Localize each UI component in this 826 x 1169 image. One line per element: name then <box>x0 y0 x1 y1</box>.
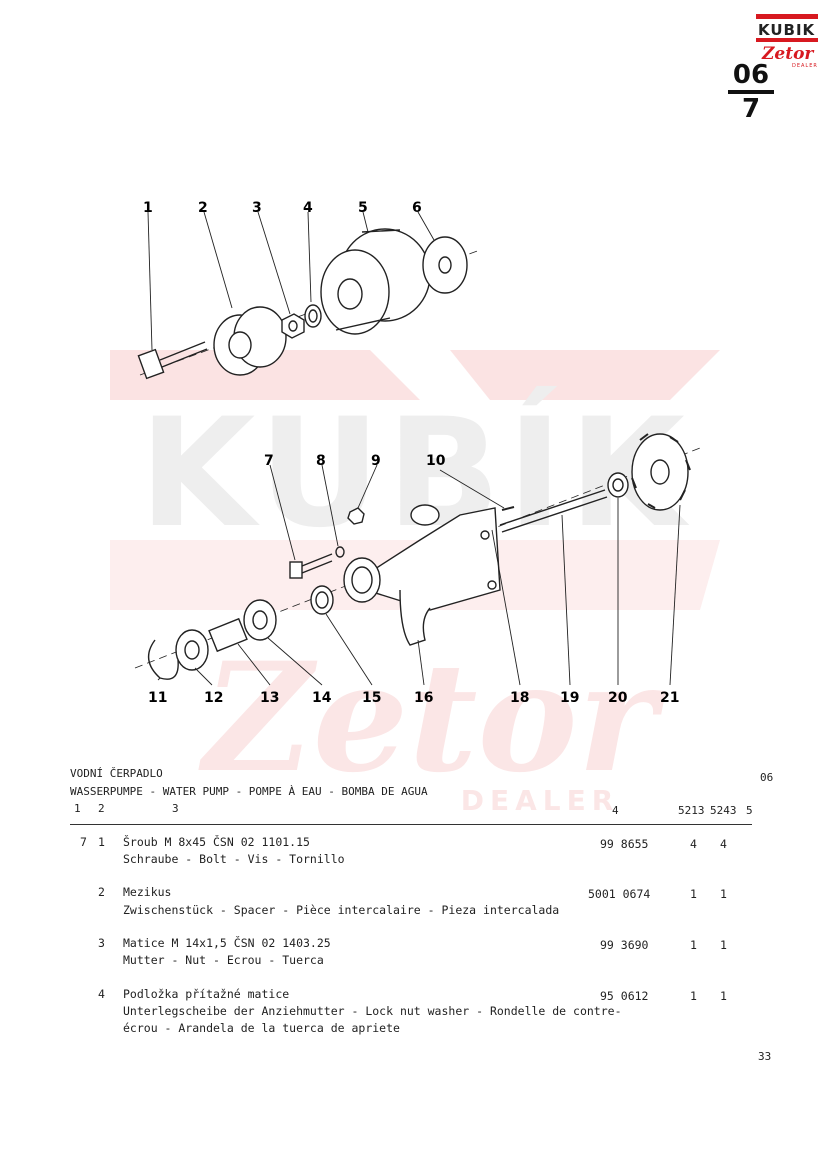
seal-part-20 <box>607 472 629 498</box>
row-part-number: 5001 0674 <box>588 887 651 901</box>
callout-label: 19 <box>560 690 579 706</box>
column-header-3: 3 <box>172 802 179 815</box>
logo-brand-main: Zetor <box>762 44 814 64</box>
row-position: 3 <box>98 936 105 950</box>
column-header-5: 5 <box>746 804 753 817</box>
nut-part-3 <box>281 313 305 339</box>
circlip-part-11 <box>147 639 179 680</box>
title-cs: VODNÍ ČERPADLO <box>70 767 163 780</box>
section-number-bottom: 7 <box>741 94 761 124</box>
seal-part-15 <box>310 585 334 615</box>
callout-label: 10 <box>426 453 446 469</box>
water-pump-exploded-diagram: 1 2 3 4 5 6 7 8 9 10 11 12 13 14 15 16 1… <box>134 200 701 706</box>
logo-bar <box>756 14 818 19</box>
section-number-top: 06 <box>728 60 774 94</box>
row-position: 2 <box>98 885 105 899</box>
row-quantity-5213: 1 <box>690 938 697 952</box>
washer-part-8 <box>335 546 345 558</box>
row-description-line: Unterlegscheibe der Anziehmutter - Lock … <box>123 1004 622 1018</box>
callout-label: 9 <box>371 453 381 469</box>
row-description-line: Matice M 14x1,5 ČSN 02 1403.25 <box>123 936 331 950</box>
callout-label: 13 <box>260 690 279 706</box>
row-part-number: 99 8655 <box>600 837 649 851</box>
row-position: 4 <box>98 987 105 1001</box>
logo-brand-sub: DEALER <box>792 63 818 69</box>
row-quantity-5243: 1 <box>720 938 727 952</box>
section-number: 06 7 <box>728 60 774 124</box>
column-header-5213: 5213 <box>678 804 705 817</box>
callout-label: 6 <box>412 200 422 216</box>
row-description-line: Zwischenstück - Spacer - Pièce intercala… <box>123 903 560 917</box>
flange-part-6 <box>422 236 468 294</box>
bearing-part-14 <box>243 599 277 641</box>
callout-label: 2 <box>198 200 208 216</box>
row-quantity-5213: 1 <box>690 989 697 1003</box>
callout-label: 4 <box>303 200 313 216</box>
pulley-hub-part-5 <box>320 228 431 335</box>
row-description-line: Mezikus <box>123 885 172 899</box>
washer-part-4 <box>304 304 322 328</box>
row-group: 7 <box>80 835 87 849</box>
callout-label: 7 <box>264 453 274 469</box>
logo-bar <box>756 38 818 42</box>
impeller-part-21 <box>631 433 691 511</box>
bearing-part-12 <box>175 629 209 671</box>
column-header-1: 1 <box>74 802 81 815</box>
row-description-line: Schraube - Bolt - Vis - Tornillo <box>123 852 345 866</box>
callout-label: 16 <box>414 690 433 706</box>
callout-label: 3 <box>252 200 262 216</box>
callout-label: 20 <box>608 690 628 706</box>
spacer-tube-part-13 <box>208 617 248 653</box>
spacer-part-2 <box>213 306 287 376</box>
row-description-line: écrou - Arandela de la tuerca de apriete <box>123 1021 400 1035</box>
row-quantity-5243: 1 <box>720 887 727 901</box>
row-description-line: Šroub M 8x45 ČSN 02 1101.15 <box>123 835 310 849</box>
callout-label: 11 <box>148 690 167 706</box>
pin-part-10 <box>501 506 515 511</box>
title-multilingual: WASSERPUMPE - WATER PUMP - POMPE À EAU -… <box>70 785 428 798</box>
callout-label: 18 <box>510 690 529 706</box>
watermark-line3: DEALER <box>461 784 620 810</box>
row-description-line: Mutter - Nut - Ecrou - Tuerca <box>123 953 324 967</box>
row-quantity-5213: 4 <box>690 837 697 851</box>
group-code: 06 <box>760 771 774 784</box>
bolt-part-1 <box>137 341 208 380</box>
nut-part-9 <box>347 507 365 525</box>
shaft-part-19 <box>499 489 608 533</box>
kubik-zetor-logo: KUBIK Zetor DEALER <box>756 14 818 69</box>
page-number: 33 <box>758 1050 772 1063</box>
row-description-line: Podložka přítažné matice <box>123 987 290 1001</box>
pump-housing-part-16 <box>343 504 501 646</box>
row-part-number: 99 3690 <box>600 938 649 952</box>
row-part-number: 95 0612 <box>600 989 649 1003</box>
column-header-2: 2 <box>98 802 105 815</box>
row-quantity-5243: 1 <box>720 989 727 1003</box>
column-header-4: 4 <box>612 804 619 817</box>
header-rule <box>70 824 752 825</box>
row-position: 1 <box>98 835 105 849</box>
callout-label: 14 <box>312 690 332 706</box>
callout-label: 1 <box>143 200 153 216</box>
bolt-part-7 <box>289 553 333 579</box>
callout-label: 12 <box>204 690 223 706</box>
callout-label: 15 <box>362 690 381 706</box>
callout-label: 5 <box>358 200 368 216</box>
callout-label: 21 <box>660 690 679 706</box>
row-quantity-5213: 1 <box>690 887 697 901</box>
column-header-5243: 5243 <box>710 804 737 817</box>
logo-brand-top: KUBIK <box>758 21 816 39</box>
row-quantity-5243: 4 <box>720 837 727 851</box>
callout-label: 8 <box>316 453 326 469</box>
